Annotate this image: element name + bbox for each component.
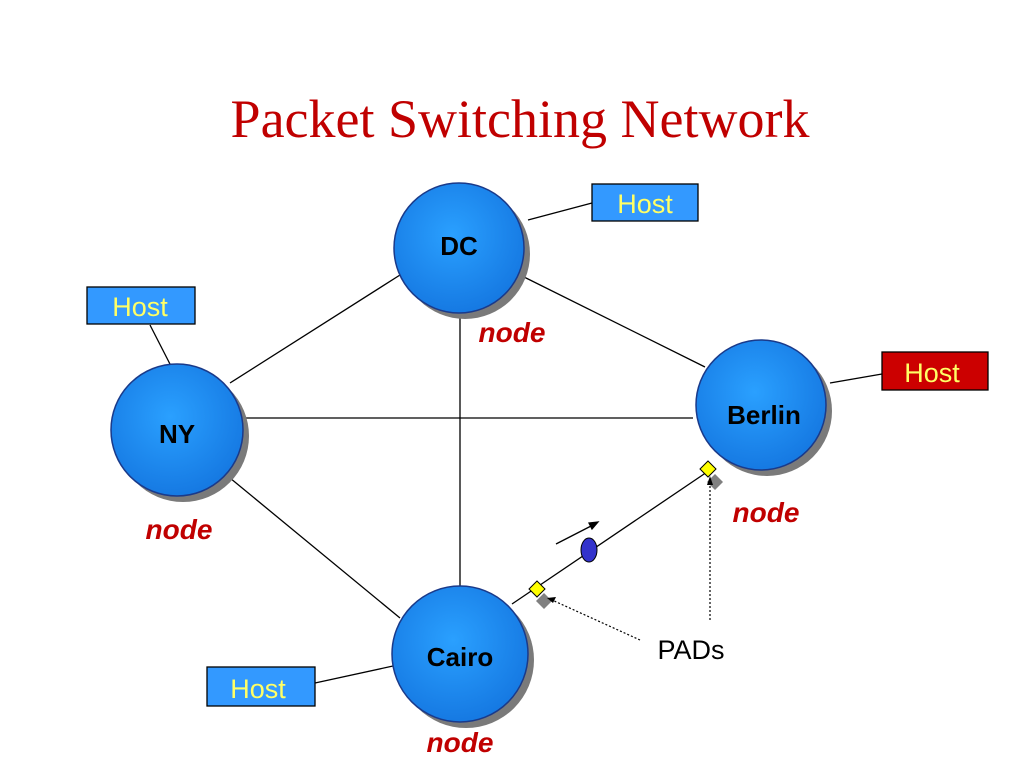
host-dc-box bbox=[591, 183, 699, 222]
node-ny-circle bbox=[110, 363, 244, 497]
host-link-cairo bbox=[314, 665, 394, 684]
node-berlin-circle bbox=[695, 339, 827, 471]
node-berlin[interactable]: Berlin bbox=[695, 339, 832, 476]
host-ny-box bbox=[86, 286, 196, 325]
host-ny[interactable]: Host bbox=[86, 286, 196, 325]
host-link-berlin bbox=[829, 373, 883, 384]
link-cairo-berlin bbox=[511, 469, 711, 605]
host-berlin[interactable]: Host bbox=[881, 351, 989, 391]
host-berlin-box bbox=[881, 351, 989, 391]
host-dc[interactable]: Host bbox=[591, 183, 699, 222]
node-cairo-name: Cairo bbox=[427, 642, 493, 672]
link-ny-cairo bbox=[229, 477, 401, 619]
host-berlin-label: Host bbox=[904, 358, 960, 388]
node-label-cairo: node bbox=[427, 727, 494, 758]
arrow-up-right-icon bbox=[555, 521, 600, 545]
node-dc[interactable]: DC bbox=[393, 182, 530, 319]
pad-berlin-shadow bbox=[707, 474, 723, 490]
callout-arrowhead-berlin bbox=[707, 476, 713, 485]
node-berlin-name: Berlin bbox=[727, 400, 801, 430]
node-dc-circle bbox=[393, 182, 525, 314]
links bbox=[229, 274, 711, 619]
link-dc-ny bbox=[229, 274, 401, 384]
host-dc-label: Host bbox=[617, 189, 673, 219]
pad-cairo-shadow bbox=[536, 593, 552, 609]
callout-arrowhead-cairo bbox=[547, 597, 556, 603]
node-ny-name: NY bbox=[159, 419, 195, 449]
pads-label: PADs bbox=[657, 635, 724, 665]
host-cairo-box bbox=[206, 666, 316, 707]
host-link-dc bbox=[527, 202, 593, 221]
link-dc-berlin bbox=[519, 274, 706, 368]
pad-cairo bbox=[528, 580, 552, 609]
node-label-ny: node bbox=[146, 514, 213, 545]
page-title: Packet Switching Network bbox=[230, 89, 810, 149]
host-ny-label: Host bbox=[112, 292, 168, 322]
pad-berlin-diamond bbox=[699, 460, 717, 478]
pad-berlin bbox=[699, 460, 723, 490]
node-cairo-circle bbox=[391, 585, 529, 723]
node-label-dc: node bbox=[479, 317, 546, 348]
host-links bbox=[149, 202, 883, 684]
host-cairo-label: Host bbox=[230, 674, 286, 704]
host-cairo[interactable]: Host bbox=[206, 666, 316, 707]
host-link-ny bbox=[149, 324, 173, 369]
node-ny[interactable]: NY bbox=[110, 363, 249, 502]
pads-callouts bbox=[551, 480, 711, 641]
node-dc-name: DC bbox=[440, 231, 478, 261]
node-label-berlin: node bbox=[733, 497, 800, 528]
packet-icon bbox=[580, 537, 598, 563]
callout-cairo-pad bbox=[551, 599, 641, 641]
pad-cairo-diamond bbox=[528, 580, 546, 598]
node-cairo[interactable]: Cairo bbox=[391, 585, 534, 728]
